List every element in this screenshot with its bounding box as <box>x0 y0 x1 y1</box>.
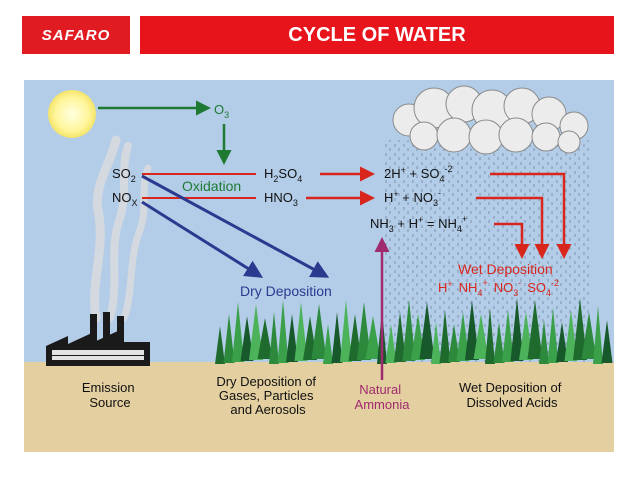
tree <box>257 318 273 359</box>
tree <box>240 316 254 361</box>
cloud-icon <box>392 85 589 155</box>
tree <box>277 300 289 363</box>
forest <box>215 298 613 364</box>
ammonium-down-arrow <box>494 222 530 259</box>
title-bar: CYCLE OF WATER <box>140 16 614 54</box>
sulfate-down-arrow <box>490 172 572 259</box>
dry-deposition-label: Dry Deposition <box>240 283 332 299</box>
tree <box>527 300 543 359</box>
emission-source-label: Emission Source <box>82 380 138 410</box>
tree <box>493 322 505 363</box>
nox-dry-deposition-arrow <box>141 200 264 278</box>
tree <box>232 302 244 362</box>
wet-deposition-of-label: Wet Deposition of Dissolved Acids <box>459 380 565 410</box>
tree <box>510 298 524 361</box>
sun-icon <box>48 90 96 138</box>
tree <box>547 308 559 363</box>
ground <box>24 362 614 452</box>
tree <box>601 320 613 363</box>
tree <box>539 320 549 364</box>
water-cycle-diagram: O3 SO2 NOX Oxidation H2SO4 HNO3 2H+ + SO… <box>24 80 614 452</box>
tree <box>215 326 225 364</box>
tree <box>573 298 587 360</box>
tree <box>456 312 470 361</box>
wet-deposition-ions: H+NH4+NO3-SO4-2 <box>438 278 559 298</box>
so2-label: SO2 <box>112 166 136 184</box>
equation-nitrate: H+ + NO3- <box>384 188 441 208</box>
tree <box>286 314 298 362</box>
tree <box>365 316 381 359</box>
equation-sulfate: 2H+ + SO4-2 <box>384 164 453 184</box>
tree <box>419 302 435 359</box>
tree <box>311 304 327 359</box>
page-title: CYCLE OF WATER <box>288 23 466 46</box>
tree <box>581 312 597 359</box>
tree <box>348 314 362 361</box>
safaro-logo: SAFARO <box>22 16 130 54</box>
dry-deposition-of-label: Dry Deposition of Gases, Particles and A… <box>216 374 319 417</box>
tree <box>294 302 308 361</box>
tree <box>593 306 603 364</box>
tree <box>394 312 406 362</box>
tree <box>269 312 279 364</box>
tree <box>431 322 441 364</box>
hno3-label: HNO3 <box>264 190 298 208</box>
tree <box>564 310 578 361</box>
tree <box>357 302 371 360</box>
nox-label: NOX <box>112 190 138 208</box>
wet-deposition-label: Wet Deposition <box>458 261 553 277</box>
tree <box>556 322 568 362</box>
h2so4-label: H2SO4 <box>264 166 302 184</box>
smoke-icon <box>90 135 152 323</box>
tree <box>502 310 514 362</box>
tree <box>340 300 352 362</box>
tree <box>448 324 460 362</box>
nitrate-down-arrow <box>476 196 550 259</box>
logo-text: SAFARO <box>41 26 111 44</box>
tree <box>473 314 489 359</box>
tree <box>402 300 416 361</box>
tree <box>223 314 235 363</box>
tree <box>465 300 479 360</box>
natural-ammonia-label: Natural Ammonia <box>355 382 411 412</box>
tree <box>331 312 343 363</box>
tree <box>323 324 333 364</box>
tree <box>385 324 397 363</box>
so2-dry-deposition-arrow <box>141 174 330 278</box>
equation-ammonium: NH3 + H+ = NH4+ <box>370 214 467 234</box>
tree <box>439 310 451 363</box>
tree <box>249 304 263 360</box>
factory-icon <box>46 312 150 366</box>
tree <box>485 308 495 364</box>
oxidation-label: Oxidation <box>182 178 241 194</box>
o3-label: O3 <box>214 102 229 120</box>
